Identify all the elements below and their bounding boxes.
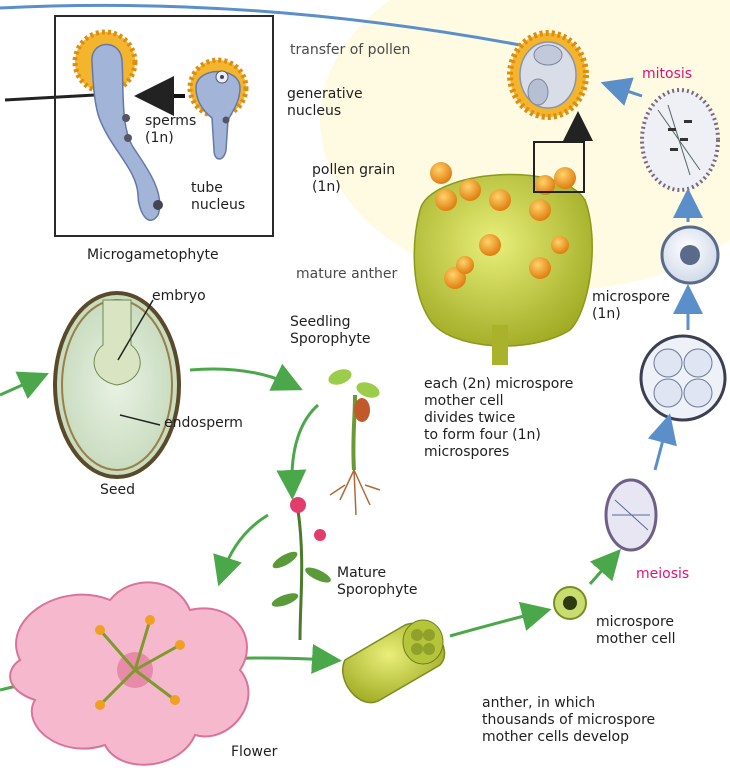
transfer-pollen-grain — [510, 33, 586, 117]
mature-sporophyte-label: Mature Sporophyte — [337, 565, 418, 599]
mature-anther — [414, 167, 592, 365]
meiosis-cell — [606, 480, 656, 550]
transfer-of-pollen-label: transfer of pollen — [290, 42, 410, 59]
mature-to-flower-arrow — [222, 515, 268, 575]
microspore-cell — [662, 227, 718, 283]
mitosis-label: mitosis — [642, 66, 692, 83]
to-meiosis-arrow — [590, 558, 613, 584]
pollen-grain-label: pollen grain (1n) — [312, 162, 395, 196]
into-seed-arrow — [0, 378, 38, 395]
tube-nucleus-label: tube nucleus — [191, 180, 245, 214]
sperms-label: sperms (1n) — [145, 113, 196, 147]
seed-to-seedling-arrow — [190, 369, 292, 385]
embryo-label: embryo — [152, 288, 206, 305]
microspore-label: microspore (1n) — [592, 289, 670, 323]
anther-development-label: anther, in which thousands of microspore… — [482, 695, 655, 746]
anther-cylinder — [343, 620, 445, 703]
flower — [10, 582, 248, 764]
endosperm-label: endosperm — [164, 415, 243, 432]
seed-label: Seed — [100, 482, 135, 499]
mature-anther-label: mature anther — [296, 266, 397, 283]
microgametophyte-label: Microgametophyte — [87, 247, 219, 264]
anther-to-cell-arrow — [450, 612, 540, 636]
microspore-division-label: each (2n) microspore mother cell divides… — [424, 376, 573, 461]
free-pollen-grain — [430, 162, 452, 184]
microspore-mother-cell — [554, 587, 586, 619]
seedling — [326, 366, 381, 515]
meiosis-label: meiosis — [636, 566, 689, 583]
flower-label: Flower — [231, 744, 277, 761]
generative-nucleus-label: generative nucleus — [287, 86, 363, 120]
seedling-sporophyte-label: Seedling Sporophyte — [290, 314, 371, 348]
seedling-to-mature-arrow — [292, 405, 318, 488]
mature-sporophyte — [270, 497, 333, 640]
tetrad-cell — [641, 336, 725, 420]
mitosis-cell — [642, 90, 718, 190]
meiosis-up-arrow — [655, 425, 667, 470]
seed — [55, 293, 179, 477]
microspore-mother-cell-label: microspore mother cell — [596, 614, 675, 648]
